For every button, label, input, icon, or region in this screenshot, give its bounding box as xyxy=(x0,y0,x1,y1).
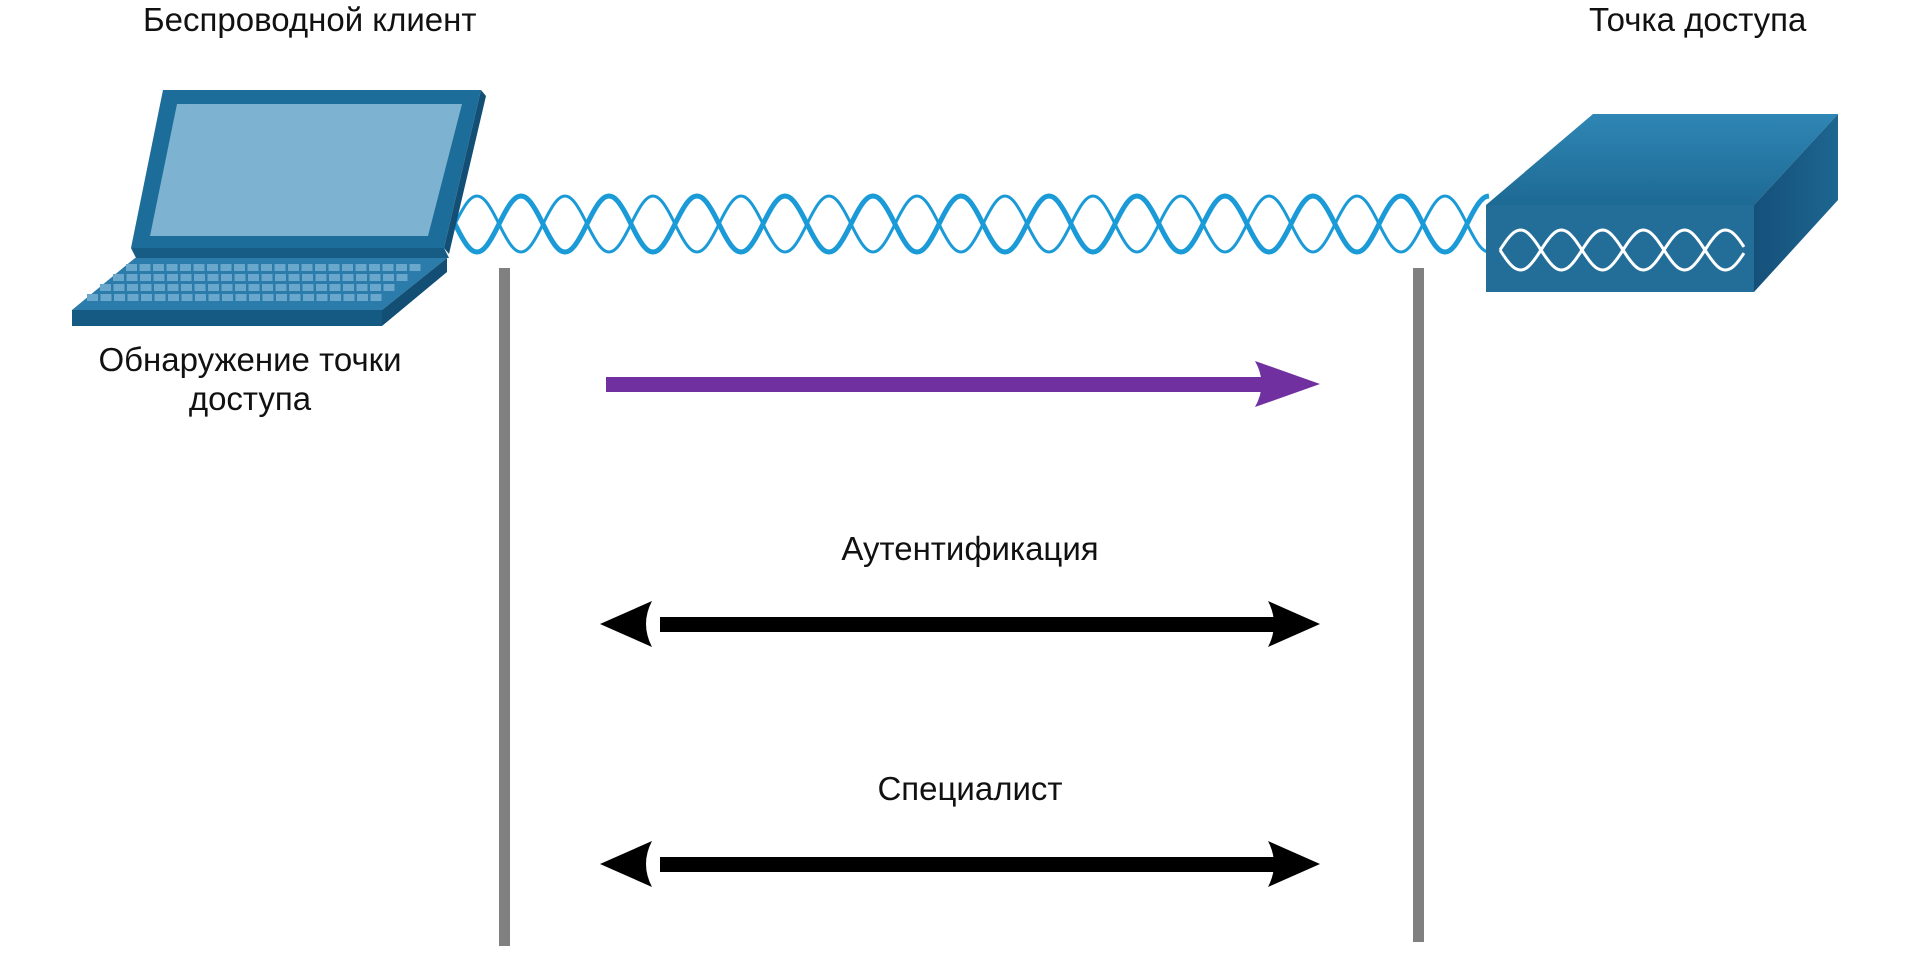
authentication-arrow xyxy=(600,601,1320,647)
authentication-label: Аутентификация xyxy=(841,530,1099,567)
access-point-label: Точка доступа xyxy=(1589,1,1807,38)
client-lifeline xyxy=(499,268,510,946)
ap-lifeline xyxy=(1413,268,1424,942)
client-label: Беспроводной клиент xyxy=(143,1,477,38)
laptop-icon xyxy=(72,90,486,326)
association-label: Специалист xyxy=(877,770,1063,807)
discovery-label: Обнаружение точки доступа xyxy=(98,341,402,417)
access-point-antenna-pattern xyxy=(1498,228,1746,272)
access-point-icon xyxy=(1486,114,1838,292)
association-arrow xyxy=(600,841,1320,887)
keyboard-keys xyxy=(87,264,421,301)
discovery-arrow xyxy=(606,361,1320,407)
wireless-signal-wave xyxy=(452,193,1490,255)
